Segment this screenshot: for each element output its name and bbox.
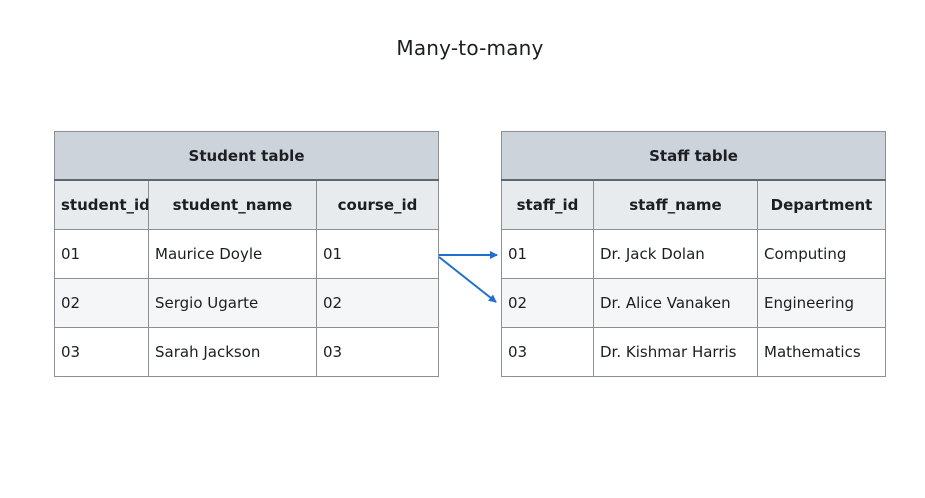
- table-cell: 02: [501, 278, 594, 328]
- table-cell: Sarah Jackson: [148, 327, 317, 377]
- table-cell: Dr. Kishmar Harris: [593, 327, 758, 377]
- column-header-course-id: course_id: [315, 179, 440, 230]
- table-cell: 03: [315, 327, 440, 377]
- table-row: 03 Sarah Jackson 03: [54, 327, 440, 377]
- table-cell: 01: [315, 229, 440, 279]
- table-cell: Dr. Alice Vanaken: [593, 278, 758, 328]
- column-header-student-id: student_id: [54, 179, 149, 230]
- table-cell: 01: [54, 229, 149, 279]
- table-cell: 03: [54, 327, 149, 377]
- table-row: 02 Sergio Ugarte 02: [54, 278, 440, 328]
- diagram-title: Many-to-many: [396, 36, 544, 60]
- table-cell: Mathematics: [756, 327, 887, 377]
- column-header-department: Department: [756, 179, 887, 230]
- table-row: 01 Maurice Doyle 01: [54, 229, 440, 279]
- table-cell: Sergio Ugarte: [148, 278, 317, 328]
- table-cell: 02: [315, 278, 440, 328]
- table-cell: 03: [501, 327, 594, 377]
- student-table-caption: Student table: [53, 131, 440, 181]
- column-header-staff-name: staff_name: [593, 179, 758, 230]
- table-cell: 02: [54, 278, 149, 328]
- student-table: Student table student_id student_name co…: [53, 131, 440, 377]
- column-header-staff-id: staff_id: [501, 179, 594, 230]
- column-header-student-name: student_name: [148, 179, 317, 230]
- staff-table-caption: Staff table: [500, 131, 887, 181]
- table-row: 03 Dr. Kishmar Harris Mathematics: [501, 327, 887, 377]
- table-cell: Computing: [756, 229, 887, 279]
- table-row: 01 Dr. Jack Dolan Computing: [501, 229, 887, 279]
- staff-table: Staff table staff_id staff_name Departme…: [500, 131, 887, 377]
- table-cell: Dr. Jack Dolan: [593, 229, 758, 279]
- arrow-to-row-2: [438, 256, 497, 303]
